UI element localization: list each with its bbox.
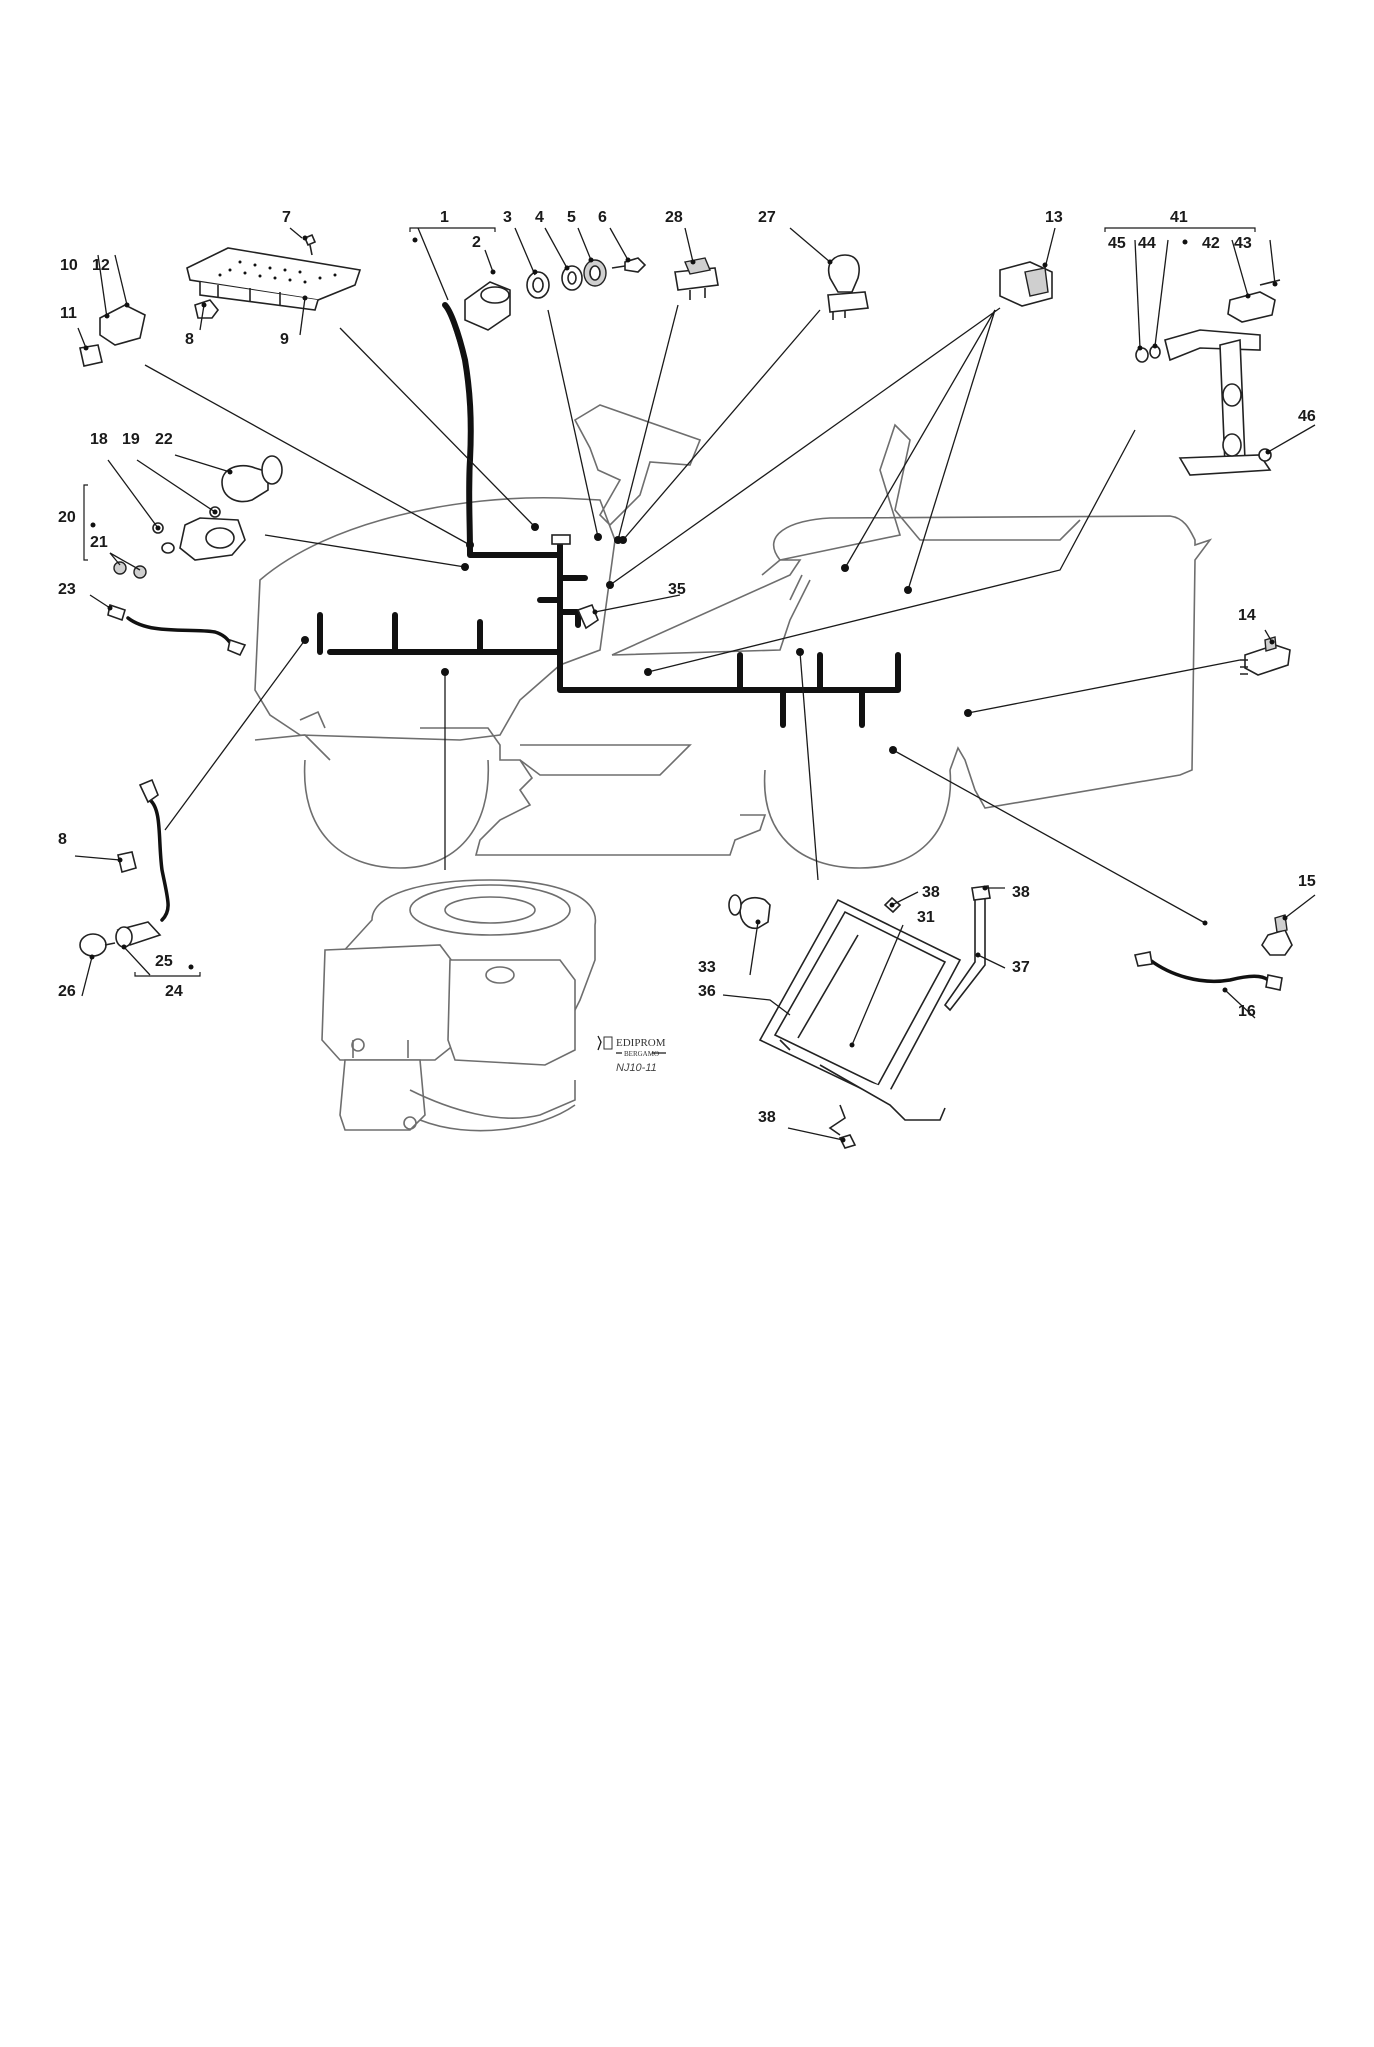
label-11: 11 <box>60 305 77 322</box>
battery-tray-part <box>728 885 991 1149</box>
label-12: 12 <box>92 257 110 274</box>
label-44: 44 <box>1138 235 1156 252</box>
label-1: 1 <box>440 209 449 226</box>
label-19: 19 <box>122 431 140 448</box>
label-18: 18 <box>90 431 108 448</box>
label-20: 20 <box>58 509 76 526</box>
publisher-stamp: EDIPROM BERGAMO NJ10-11 <box>597 1035 666 1074</box>
label-45: 45 <box>1108 235 1126 252</box>
group-brackets <box>83 227 1256 977</box>
label-36: 36 <box>698 983 716 1000</box>
label-46: 46 <box>1298 408 1316 425</box>
label-37: 37 <box>1012 959 1030 976</box>
nut-washer-parts <box>526 259 607 299</box>
leader-dots <box>83 235 1288 1143</box>
label-27: 27 <box>758 209 776 226</box>
label-3: 3 <box>503 209 512 226</box>
lamp-socket-part <box>79 778 170 957</box>
label-7: 7 <box>282 209 291 226</box>
label-31: 31 <box>917 909 935 926</box>
seat-switch-part <box>999 261 1053 307</box>
microswitch-bracket-part <box>1135 279 1281 476</box>
cable-16-part <box>1134 951 1283 991</box>
label-38c: 38 <box>758 1109 776 1126</box>
label-38b: 38 <box>1012 884 1030 901</box>
fuse-board-part <box>186 233 362 311</box>
wiring-harness <box>317 302 901 728</box>
relay-part <box>79 304 146 367</box>
label-43: 43 <box>1234 235 1252 252</box>
solenoid-part <box>113 506 246 579</box>
label-14: 14 <box>1238 607 1256 624</box>
terminal-cap-part <box>221 455 283 503</box>
clip-part <box>194 299 220 319</box>
rocker-switch-part <box>674 257 719 300</box>
drawing-code: NJ10-11 <box>616 1062 657 1074</box>
label-5: 5 <box>567 209 576 226</box>
part-labels: 1 2 3 4 5 6 7 28 27 13 41 45 44 42 43 46… <box>58 209 1316 1126</box>
label-28: 28 <box>665 209 683 226</box>
label-33: 33 <box>698 959 716 976</box>
knob-part <box>827 254 869 320</box>
label-38a: 38 <box>922 884 940 901</box>
label-23: 23 <box>58 581 76 598</box>
label-8a: 8 <box>185 331 194 348</box>
label-41: 41 <box>1170 209 1188 226</box>
label-10: 10 <box>60 257 78 274</box>
label-8b: 8 <box>58 831 67 848</box>
stamp-logo-box <box>603 1036 613 1050</box>
label-6: 6 <box>598 209 607 226</box>
label-2: 2 <box>472 234 481 251</box>
label-21: 21 <box>90 534 108 551</box>
label-16: 16 <box>1238 1003 1256 1020</box>
cable-23-part <box>107 603 247 657</box>
label-35: 35 <box>668 581 686 598</box>
label-25: 25 <box>155 953 173 970</box>
sensor-15-part <box>1261 914 1293 956</box>
label-4: 4 <box>535 209 544 226</box>
label-24: 24 <box>165 983 183 1000</box>
label-15: 15 <box>1298 873 1316 890</box>
label-26: 26 <box>58 983 76 1000</box>
brand-subtitle: BERGAMO <box>624 1050 659 1058</box>
switch-14-part <box>1240 636 1291 676</box>
label-42: 42 <box>1202 235 1220 252</box>
ignition-switch-part <box>446 281 511 522</box>
stamp-mark <box>597 1035 602 1051</box>
brand-name: EDIPROM <box>616 1037 666 1049</box>
label-22: 22 <box>155 431 173 448</box>
engine-outline <box>321 879 597 1132</box>
clip-2-part <box>117 851 137 873</box>
leader-lines <box>74 227 1316 1141</box>
label-9: 9 <box>280 331 289 348</box>
tractor-outline <box>254 404 1213 869</box>
label-13: 13 <box>1045 209 1063 226</box>
